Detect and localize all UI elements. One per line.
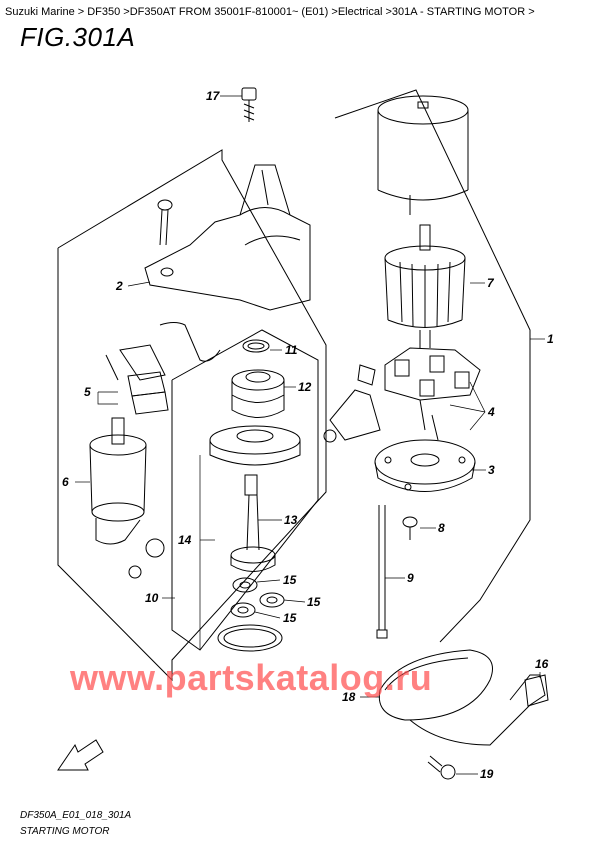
- watermark: www.partskatalog.ru: [70, 657, 433, 698]
- callout-12: 12: [298, 380, 312, 394]
- internal-gear-ring[interactable]: [217, 624, 283, 652]
- callout-9: 9: [407, 571, 414, 585]
- callout-14: 14: [178, 533, 192, 547]
- callout-15-b: 15: [307, 595, 321, 609]
- callout-15-c: 15: [283, 611, 297, 625]
- bearing-15a[interactable]: [232, 577, 258, 593]
- inner-frame: [171, 329, 319, 651]
- figure-title: FIG.301A: [20, 22, 136, 52]
- clutch-housing[interactable]: [209, 425, 301, 466]
- assembly-frame-left: [57, 149, 327, 682]
- callout-3: 3: [488, 463, 495, 477]
- solenoid-plunger-parts[interactable]: [127, 371, 169, 415]
- screw-8[interactable]: [402, 516, 418, 540]
- callout-11: 11: [285, 343, 298, 357]
- callout-16: 16: [535, 657, 549, 671]
- drive-shaft-13[interactable]: [230, 474, 276, 572]
- bolt-upper-left[interactable]: [157, 199, 173, 246]
- callout-13: 13: [284, 513, 298, 527]
- commutator-end-frame[interactable]: [374, 439, 476, 492]
- fwd-label: FWD: [70, 753, 90, 770]
- bearing-15c[interactable]: [230, 602, 256, 618]
- bearing-15b[interactable]: [259, 592, 285, 608]
- magnetic-switch-solenoid[interactable]: [89, 417, 165, 579]
- brush-holder-assembly[interactable]: [323, 347, 481, 443]
- bolt-18[interactable]: [427, 755, 456, 780]
- bracket-16[interactable]: [524, 674, 549, 707]
- callout-10: 10: [145, 591, 159, 605]
- callout-5: 5: [84, 385, 91, 399]
- mounting-band-17[interactable]: [378, 649, 546, 746]
- through-bolt-9[interactable]: [376, 505, 388, 639]
- fwd-arrow-icon: [57, 739, 104, 771]
- callout-1: 1: [547, 332, 554, 346]
- drive-housing-cover[interactable]: [144, 164, 311, 311]
- shift-lever[interactable]: [105, 322, 221, 381]
- figure-code: DF350A_E01_018_301A: [20, 810, 132, 821]
- callout-19: 17: [206, 89, 221, 103]
- callout-4: 4: [487, 405, 495, 419]
- bolt-19[interactable]: [241, 87, 257, 122]
- callout-15-a: 15: [283, 573, 297, 587]
- figure-name: STARTING MOTOR: [20, 826, 110, 837]
- assembly-frame-right: [334, 89, 531, 643]
- callout-2: 2: [115, 279, 123, 293]
- breadcrumb[interactable]: Suzuki Marine > DF350 >DF350AT FROM 3500…: [5, 6, 535, 18]
- pinion-gear-12[interactable]: [231, 369, 285, 418]
- armature-7[interactable]: [384, 224, 466, 348]
- callout-8: 8: [438, 521, 445, 535]
- callout-18: 19: [480, 767, 494, 781]
- o-ring-11[interactable]: [242, 339, 270, 353]
- callout-17: 18: [342, 690, 356, 704]
- yoke-housing[interactable]: [377, 95, 469, 215]
- callout-6: 6: [62, 475, 69, 489]
- callout-7: 7: [487, 276, 495, 290]
